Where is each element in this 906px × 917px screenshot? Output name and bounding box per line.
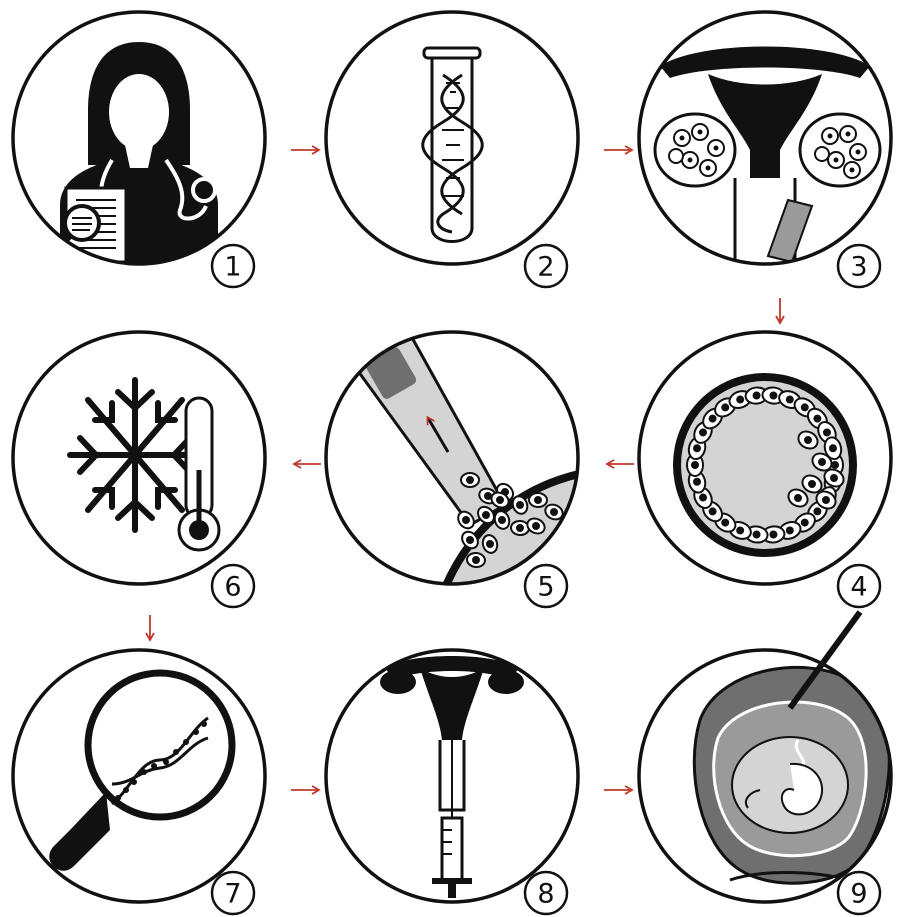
badge-1: 1 [212,245,254,287]
badge-9: 9 [838,872,880,914]
step-number-4: 4 [850,572,867,603]
badge-4: 4 [838,565,880,607]
step-number-5: 5 [537,572,554,603]
step-number-8: 8 [537,879,554,910]
doctor-report-icon [40,42,218,270]
freeze-thermometer-icon [70,380,219,550]
badge-5: 5 [525,565,567,607]
step-6 [13,332,265,584]
step-number-2: 2 [537,252,554,283]
fetus-pregnancy-icon [694,667,889,883]
step-4 [639,332,891,584]
embryo-blastocyst-icon [673,373,857,557]
step-1 [13,12,265,270]
badge-8: 8 [525,872,567,914]
step-2 [326,12,578,264]
step-number-1: 1 [224,252,241,283]
badge-2: 2 [525,245,567,287]
step-number-3: 3 [850,252,867,283]
biopsy-cell [529,493,547,508]
step-5 [326,325,600,600]
step-number-7: 7 [224,879,241,910]
biopsy-cell [466,552,485,568]
embryo-transfer-icon [380,656,524,898]
biopsy-cell [461,473,479,487]
step-3 [639,12,891,270]
step-9 [639,650,891,902]
biopsy-pipette-icon [350,325,600,600]
dna-test-tube-icon [423,48,483,242]
badge-6: 6 [212,565,254,607]
badge-3: 3 [838,245,880,287]
step-7 [13,650,265,902]
step-number-9: 9 [850,879,867,910]
dna-magnifier-icon [49,673,232,871]
step-8 [326,650,578,902]
badge-7: 7 [212,872,254,914]
step-number-6: 6 [224,572,241,603]
